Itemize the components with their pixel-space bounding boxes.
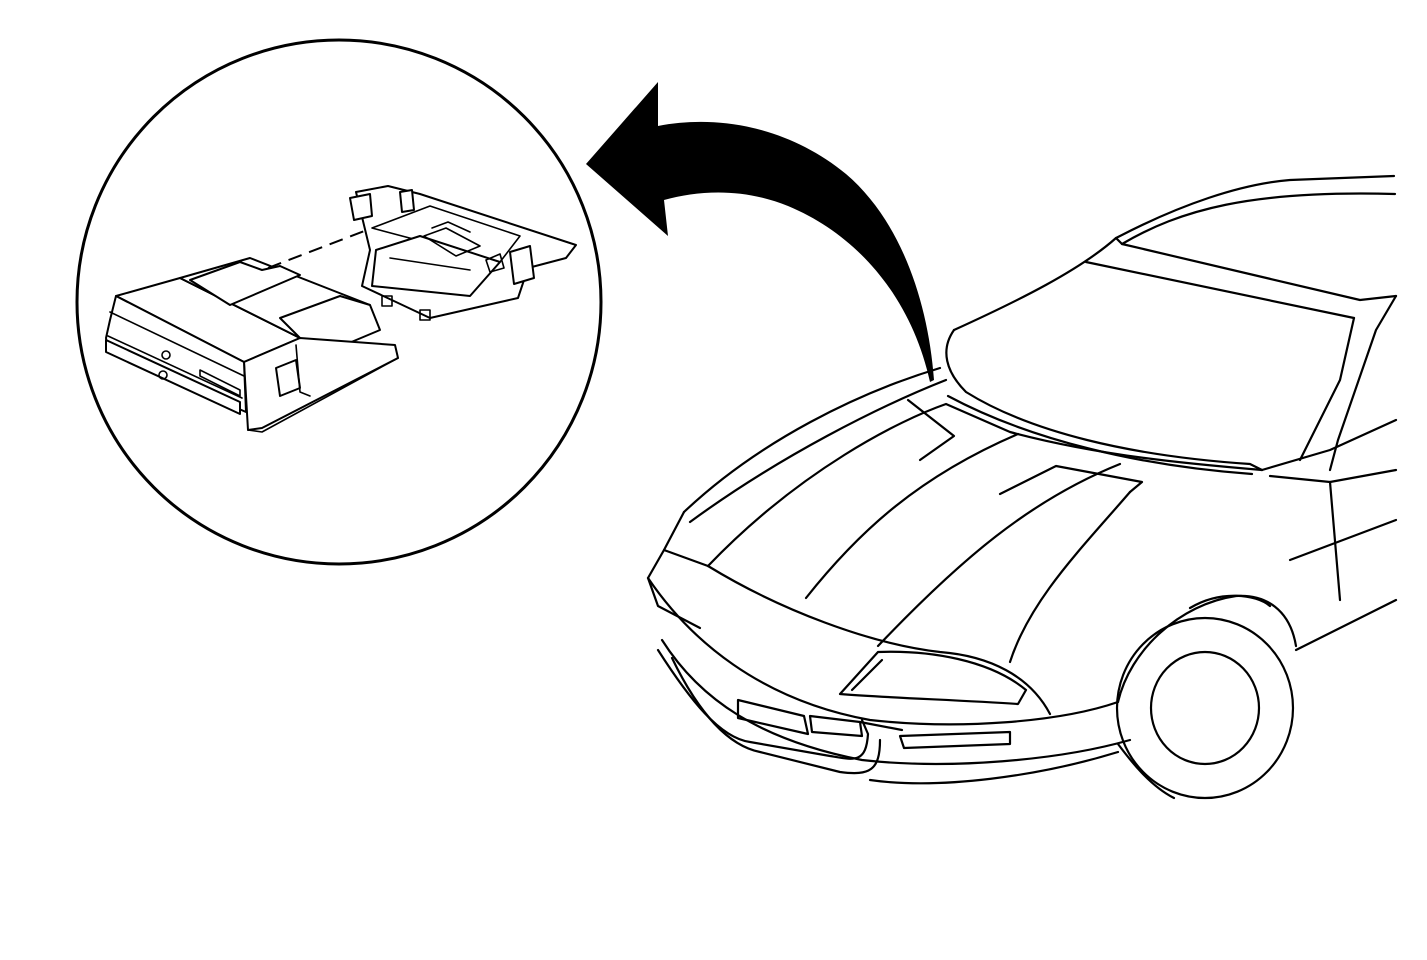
alignment-guide — [267, 227, 373, 269]
vehicle-front — [646, 174, 1398, 800]
mounting-bracket — [349, 185, 577, 321]
control-module — [105, 257, 399, 433]
pointer-arrow — [586, 82, 934, 382]
detail-circle — [75, 38, 603, 566]
